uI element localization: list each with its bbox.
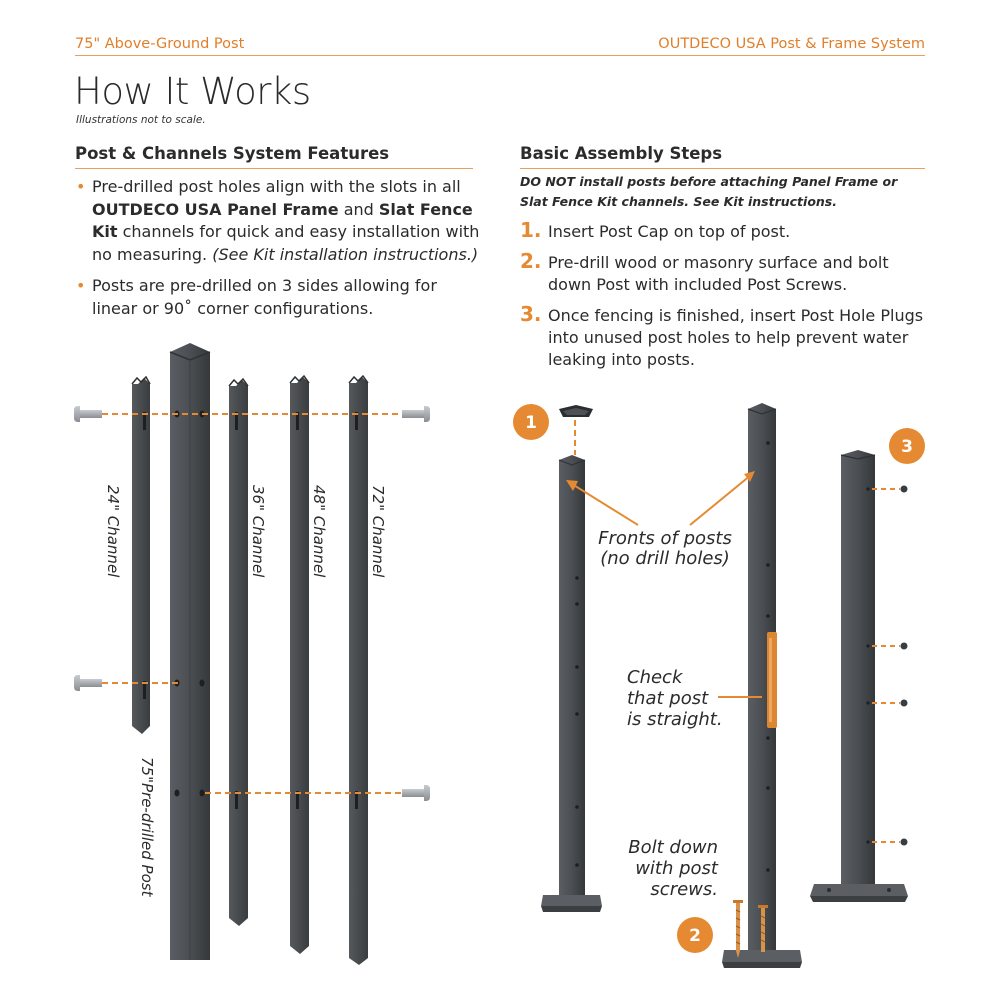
post-center [722, 403, 802, 968]
label-75-post: 75"Pre-drilled Post [138, 757, 156, 898]
bolt-label-3: screws. [650, 879, 718, 900]
fronts-label-2: (no drill holes) [600, 548, 730, 569]
step-text: Once fencing is finished, insert Post Ho… [548, 306, 924, 369]
channel-slots [143, 412, 358, 809]
label-24-channel: 24" Channel [104, 485, 122, 578]
channel-36 [228, 377, 249, 926]
hole-plug-icon [900, 485, 908, 846]
page-title: How It Works [74, 70, 311, 113]
assembly-divider [520, 168, 925, 169]
header-left-title: 75" Above-Ground Post [75, 36, 245, 52]
screw-icon [74, 406, 102, 422]
check-label-3: is straight. [627, 709, 723, 730]
feature-item-sides: Posts are pre-drilled on 3 sides allowin… [75, 275, 480, 320]
step-item: 1. Insert Post Cap on top of post. [520, 218, 930, 243]
features-list: Pre-drilled post holes align with the sl… [75, 176, 480, 329]
step-badge-3: 3 [889, 428, 925, 464]
bolt-label-2: with post [635, 858, 719, 879]
feature-item-holes: Pre-drilled post holes align with the sl… [75, 176, 480, 266]
step-number: 3. [520, 302, 542, 326]
channel-24 [131, 375, 151, 734]
screw-icon [402, 406, 430, 422]
post-with-plugs [810, 450, 908, 902]
feature-bold-slat-fence: Slat Fence Kit [92, 199, 473, 242]
feature-text: Pre-drilled post holes align with the sl… [92, 177, 461, 196]
assembly-heading: Basic Assembly Steps [520, 144, 723, 163]
check-label-2: that post [627, 688, 709, 709]
plug-lines [872, 488, 900, 843]
assembly-warning: DO NOT install posts before attaching Pa… [520, 174, 898, 209]
label-48-channel: 48" Channel [310, 485, 328, 578]
screw-icon [402, 785, 430, 801]
step-badge-2: 2 [677, 917, 713, 953]
feature-text: channels for quick and easy installation… [92, 222, 480, 264]
channel-48 [289, 374, 310, 954]
check-label-1: Check [627, 667, 684, 688]
header-right-title: OUTDECO USA Post & Frame System [658, 36, 925, 52]
channel-72 [348, 374, 369, 965]
feature-bold-panel-frame: OUTDECO USA Panel Frame [92, 199, 339, 219]
arrow-head-icon [744, 471, 755, 482]
step-number: 1. [520, 218, 542, 242]
label-72-channel: 72" Channel [369, 485, 387, 578]
step-badge-1: 1 [513, 404, 549, 440]
step-item: 2.Pre-drill wood or masonry surface and … [520, 249, 930, 296]
post-with-cap [541, 405, 602, 912]
post-75 [169, 343, 211, 960]
assembly-steps: 1. Insert Post Cap on top of post. 2.Pre-… [520, 218, 930, 380]
post-screw-icon [758, 905, 768, 952]
svg-text:3: 3 [901, 437, 913, 457]
svg-text:2: 2 [689, 926, 701, 946]
feature-text: and [338, 199, 379, 219]
fronts-label-1: Fronts of posts [598, 528, 732, 549]
fronts-arrows [571, 474, 752, 526]
header-divider [75, 55, 925, 56]
scale-note: Illustrations not to scale. [76, 114, 206, 126]
features-heading: Post & Channels System Features [75, 144, 390, 163]
step-text: Insert Post Cap on top of post. [548, 222, 791, 241]
post-screw-icon [733, 900, 743, 958]
step-number: 2. [520, 249, 542, 273]
step-item: 3.Once fencing is finished, insert Post … [520, 302, 930, 371]
step-text: Pre-drill wood or masonry surface and bo… [548, 253, 889, 294]
svg-text:1: 1 [525, 413, 537, 433]
alignment-lines [102, 413, 405, 794]
screw-icon [74, 675, 102, 691]
feature-italic-note: (See Kit installation instructions.) [212, 244, 479, 264]
features-divider [75, 168, 473, 169]
bolt-label-1: Bolt down [628, 837, 718, 858]
arrow-head-icon [566, 480, 578, 491]
label-36-channel: 36" Channel [249, 485, 267, 578]
